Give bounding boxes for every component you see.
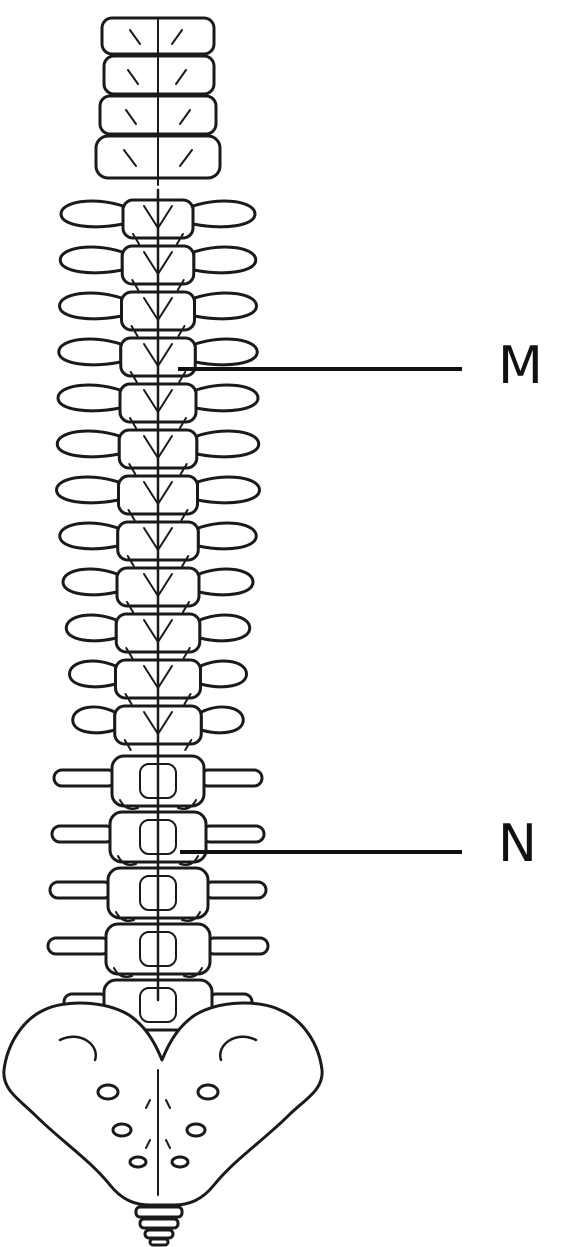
label-m: M: [498, 340, 543, 392]
coccyx: [136, 1207, 182, 1245]
cervical-region: [96, 18, 220, 185]
spinal-column: [4, 18, 322, 1245]
label-n: N: [498, 818, 537, 870]
sacrum: [4, 1003, 322, 1205]
